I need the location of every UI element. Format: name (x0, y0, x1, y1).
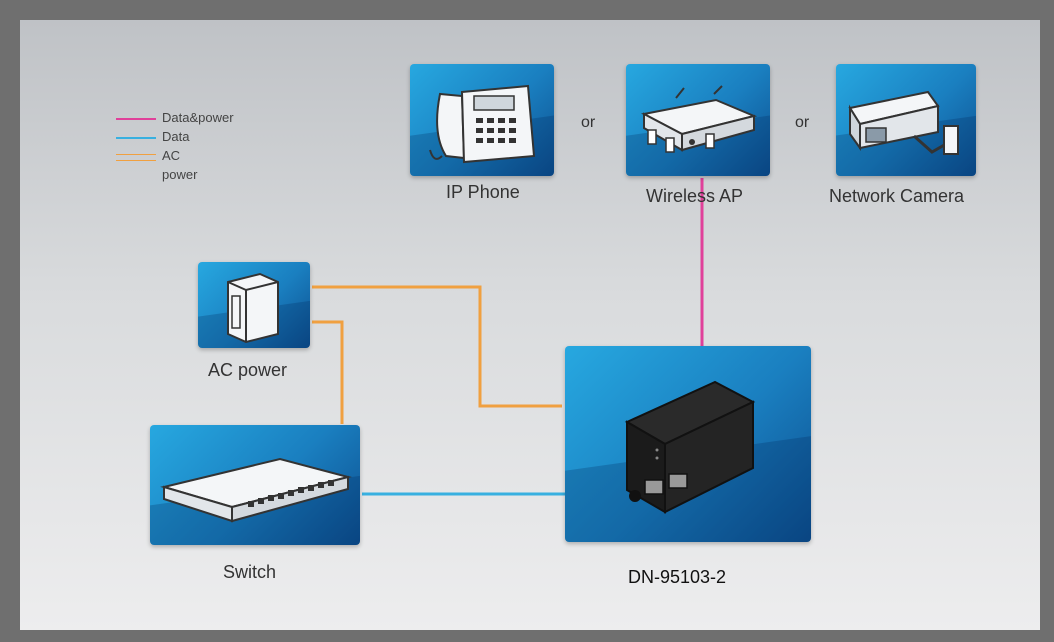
switch-tile (150, 425, 360, 545)
switch-icon (160, 457, 352, 523)
ac-power-line-injector (312, 285, 562, 408)
switch-label: Switch (223, 562, 277, 582)
ups-icon (227, 272, 279, 344)
legend-swatch-pink (116, 118, 156, 120)
ac-power-line-switch (312, 320, 344, 424)
wireless-ap-icon (641, 85, 758, 153)
or-connector: or (795, 114, 810, 131)
wireless-ap-label: Wireless AP (646, 186, 744, 206)
legend-label: Data&power (162, 110, 234, 125)
ip-phone-icon (429, 84, 536, 164)
wireless-ap-tile (626, 64, 770, 176)
network-camera-icon (848, 90, 959, 155)
injector-tile (565, 346, 811, 542)
injector-model-label: DN-95103-2 (628, 567, 727, 587)
legend-swatch-orange (116, 154, 156, 161)
poe-injector-icon (624, 380, 756, 514)
network-camera-tile (836, 64, 976, 176)
or-connector: or (581, 114, 596, 131)
legend-label: Data (162, 129, 190, 144)
legend-label: AC power (162, 148, 198, 182)
ip-phone-tile (410, 64, 554, 176)
ac-power-tile (198, 262, 310, 348)
legend-swatch-blue (116, 137, 156, 139)
ip-phone-label: IP Phone (446, 182, 520, 202)
network-camera-label: Network Camera (829, 186, 965, 206)
ac-power-label: AC power (208, 360, 288, 380)
